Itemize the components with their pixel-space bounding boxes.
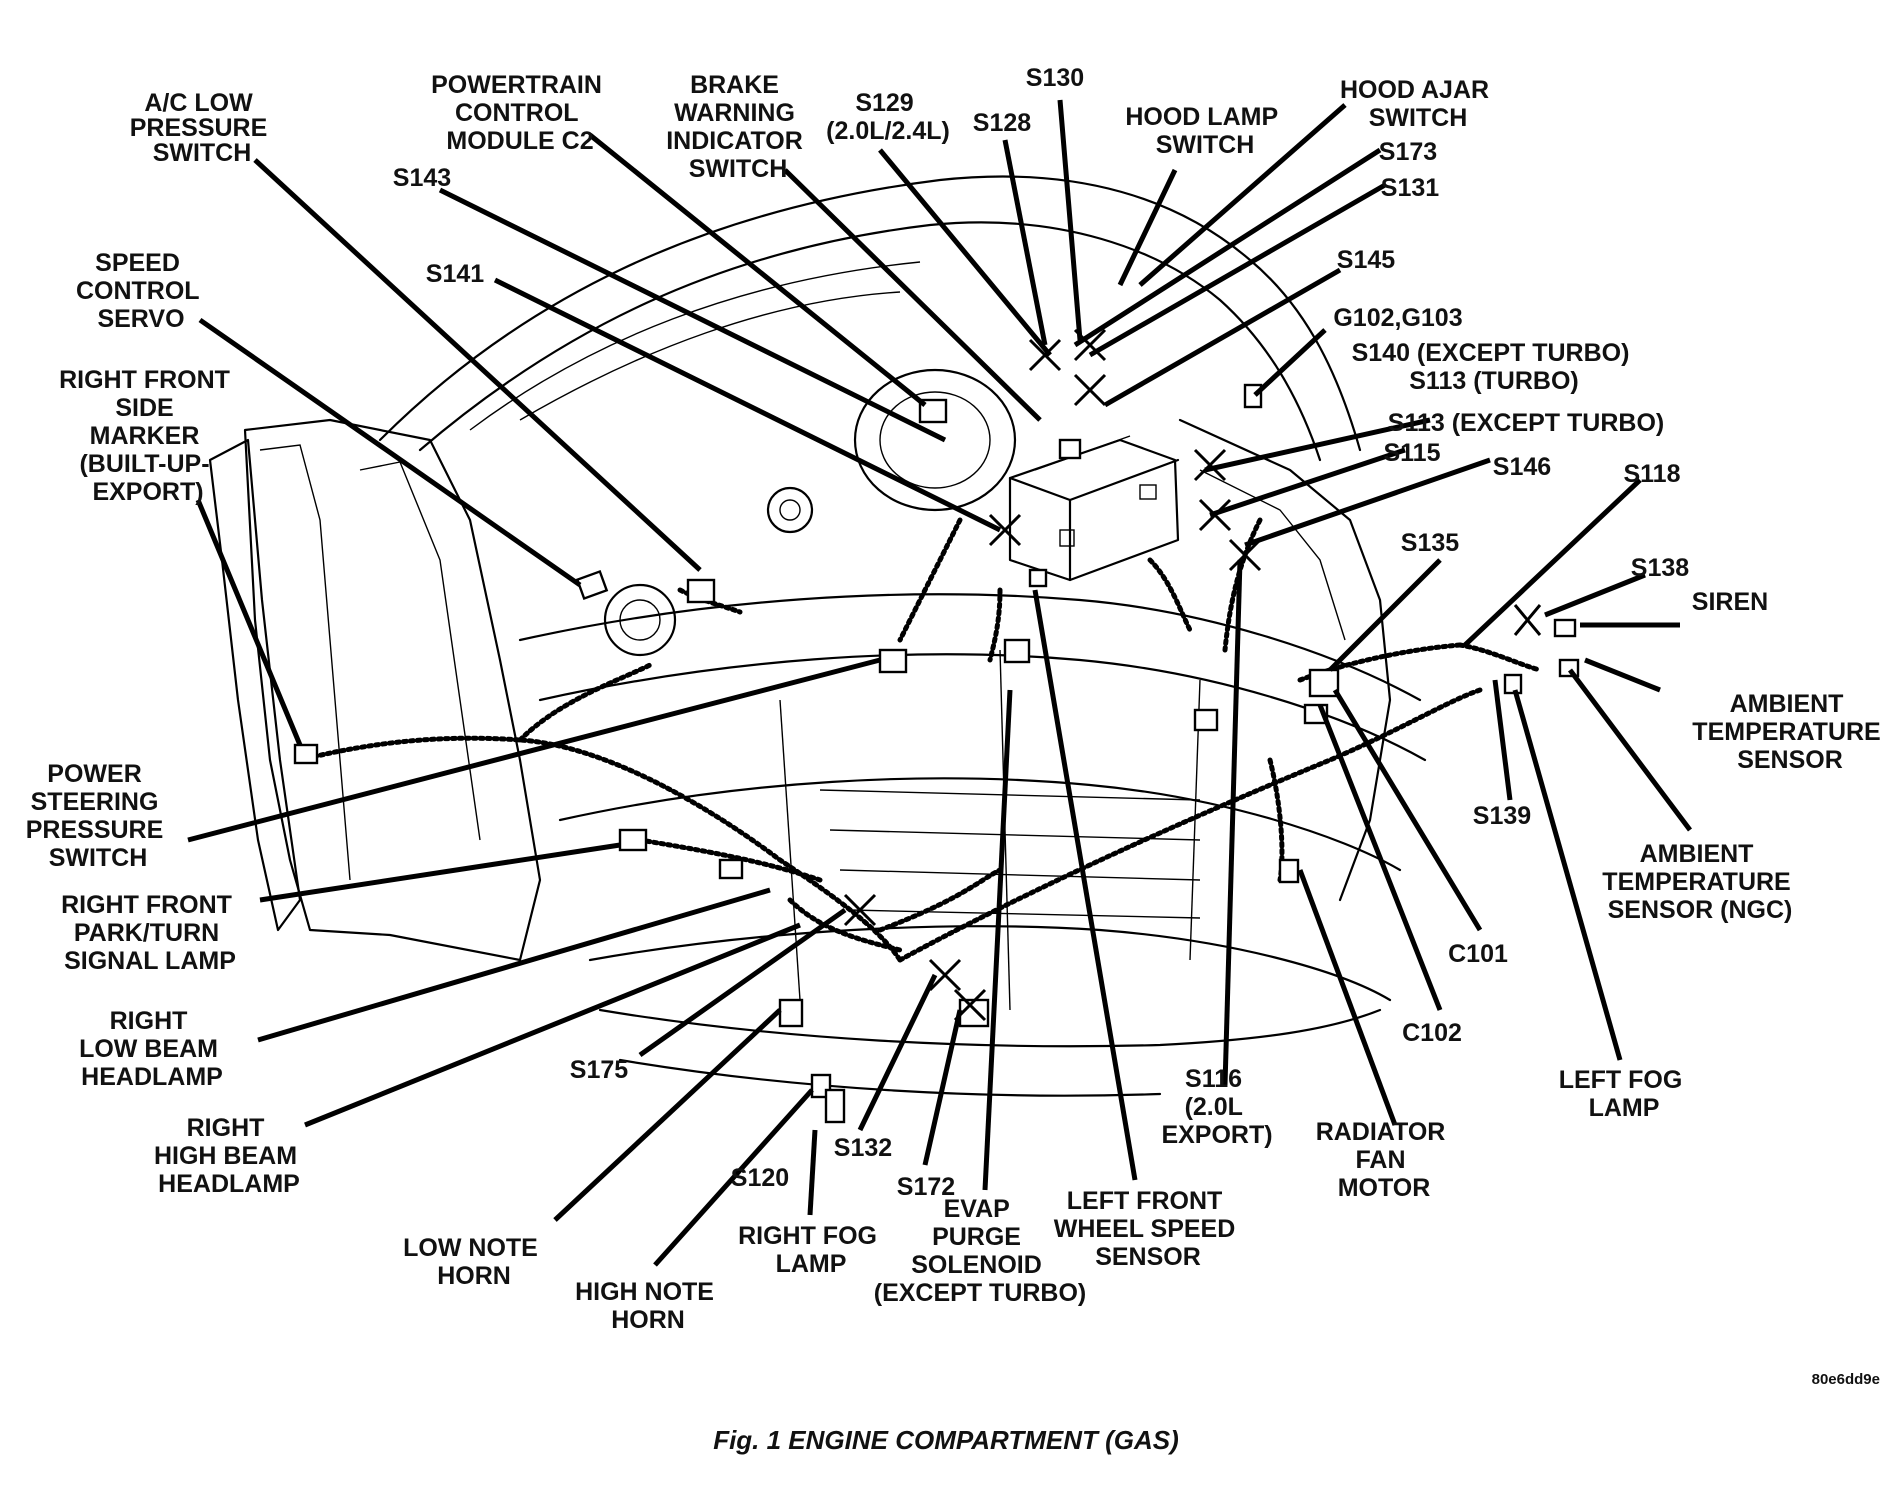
label-right-front-side-marker: RIGHT FRONT SIDE MARKER (BUILT-UP- EXPOR… xyxy=(59,366,237,506)
figure-caption: Fig. 1 ENGINE COMPARTMENT (GAS) xyxy=(713,1425,1179,1455)
label-speed-control-servo: SPEED CONTROL SERVO xyxy=(76,249,206,333)
label-g102-g103: G102,G103 xyxy=(1333,304,1462,332)
label-s116: S116 (2.0L EXPORT) xyxy=(1161,1065,1272,1149)
label-right-fog-lamp: RIGHT FOG LAMP xyxy=(738,1222,884,1278)
label-radiator-fan-motor: RADIATOR FAN MOTOR xyxy=(1316,1118,1453,1202)
label-c102: C102 xyxy=(1402,1019,1462,1047)
label-s146: S146 xyxy=(1493,453,1551,481)
reference-code: 80e6dd9e xyxy=(1812,1371,1880,1388)
leader-lines xyxy=(187,99,1692,1267)
label-s135: S135 xyxy=(1401,529,1459,557)
label-s139: S139 xyxy=(1473,802,1531,830)
label-hood-ajar-switch: HOOD AJAR SWITCH xyxy=(1340,76,1496,132)
label-s140-s113: S140 (EXCEPT TURBO) S113 (TURBO) xyxy=(1352,339,1637,395)
label-ac-low-pressure-switch: A/C LOW PRESSURE SWITCH xyxy=(130,89,275,167)
label-evap-purge-solenoid: EVAP PURGE SOLENOID (EXCEPT TURBO) xyxy=(874,1195,1087,1307)
label-s128: S128 xyxy=(973,109,1031,137)
label-low-note-horn: LOW NOTE HORN xyxy=(403,1234,545,1290)
label-powertrain-control-module: POWERTRAIN CONTROL MODULE C2 xyxy=(431,71,609,155)
vehicle-drawing xyxy=(208,175,1580,1124)
callout-labels: A/C LOW PRESSURE SWITCH SPEED CONTROL SE… xyxy=(26,64,1887,1334)
label-left-fog-lamp: LEFT FOG LAMP xyxy=(1559,1066,1690,1122)
label-s175: S175 xyxy=(570,1056,628,1084)
label-s141: S141 xyxy=(426,260,484,288)
label-ambient-temperature-sensor-ngc: AMBIENT TEMPERATURE SENSOR (NGC) xyxy=(1602,840,1797,924)
label-c101: C101 xyxy=(1448,940,1508,968)
label-right-high-beam-headlamp: RIGHT HIGH BEAM HEADLAMP xyxy=(154,1114,304,1198)
label-s172: S172 xyxy=(897,1173,955,1201)
label-s118: S118 xyxy=(1623,460,1680,488)
label-ambient-temperature-sensor: AMBIENT TEMPERATURE SENSOR xyxy=(1692,690,1887,774)
label-right-front-park-turn: RIGHT FRONT PARK/TURN SIGNAL LAMP xyxy=(61,891,239,975)
label-s129: S129 (2.0L/2.4L) xyxy=(826,89,950,145)
label-high-note-horn: HIGH NOTE HORN xyxy=(575,1278,721,1334)
label-left-front-wheel-speed-sensor: LEFT FRONT WHEEL SPEED SENSOR xyxy=(1054,1187,1242,1271)
label-siren: SIREN xyxy=(1692,588,1768,616)
label-s113-except-turbo: S113 (EXCEPT TURBO) xyxy=(1388,409,1664,437)
label-hood-lamp-switch: HOOD LAMP SWITCH xyxy=(1125,103,1284,159)
label-s143: S143 xyxy=(393,164,451,192)
label-s130: S130 xyxy=(1026,64,1084,92)
label-s173: S173 xyxy=(1379,138,1437,166)
label-s145: S145 xyxy=(1337,246,1395,274)
label-right-low-beam-headlamp: RIGHT LOW BEAM HEADLAMP xyxy=(79,1007,225,1091)
label-s132: S132 xyxy=(834,1134,892,1162)
label-power-steering-pressure-switch: POWER STEERING PRESSURE SWITCH xyxy=(26,760,171,872)
label-s138: S138 xyxy=(1631,554,1689,582)
label-brake-warning-indicator-switch: BRAKE WARNING INDICATOR SWITCH xyxy=(666,71,810,183)
label-s115: S115 xyxy=(1383,439,1440,467)
label-s131: S131 xyxy=(1381,174,1439,202)
label-s120: S120 xyxy=(731,1164,789,1192)
